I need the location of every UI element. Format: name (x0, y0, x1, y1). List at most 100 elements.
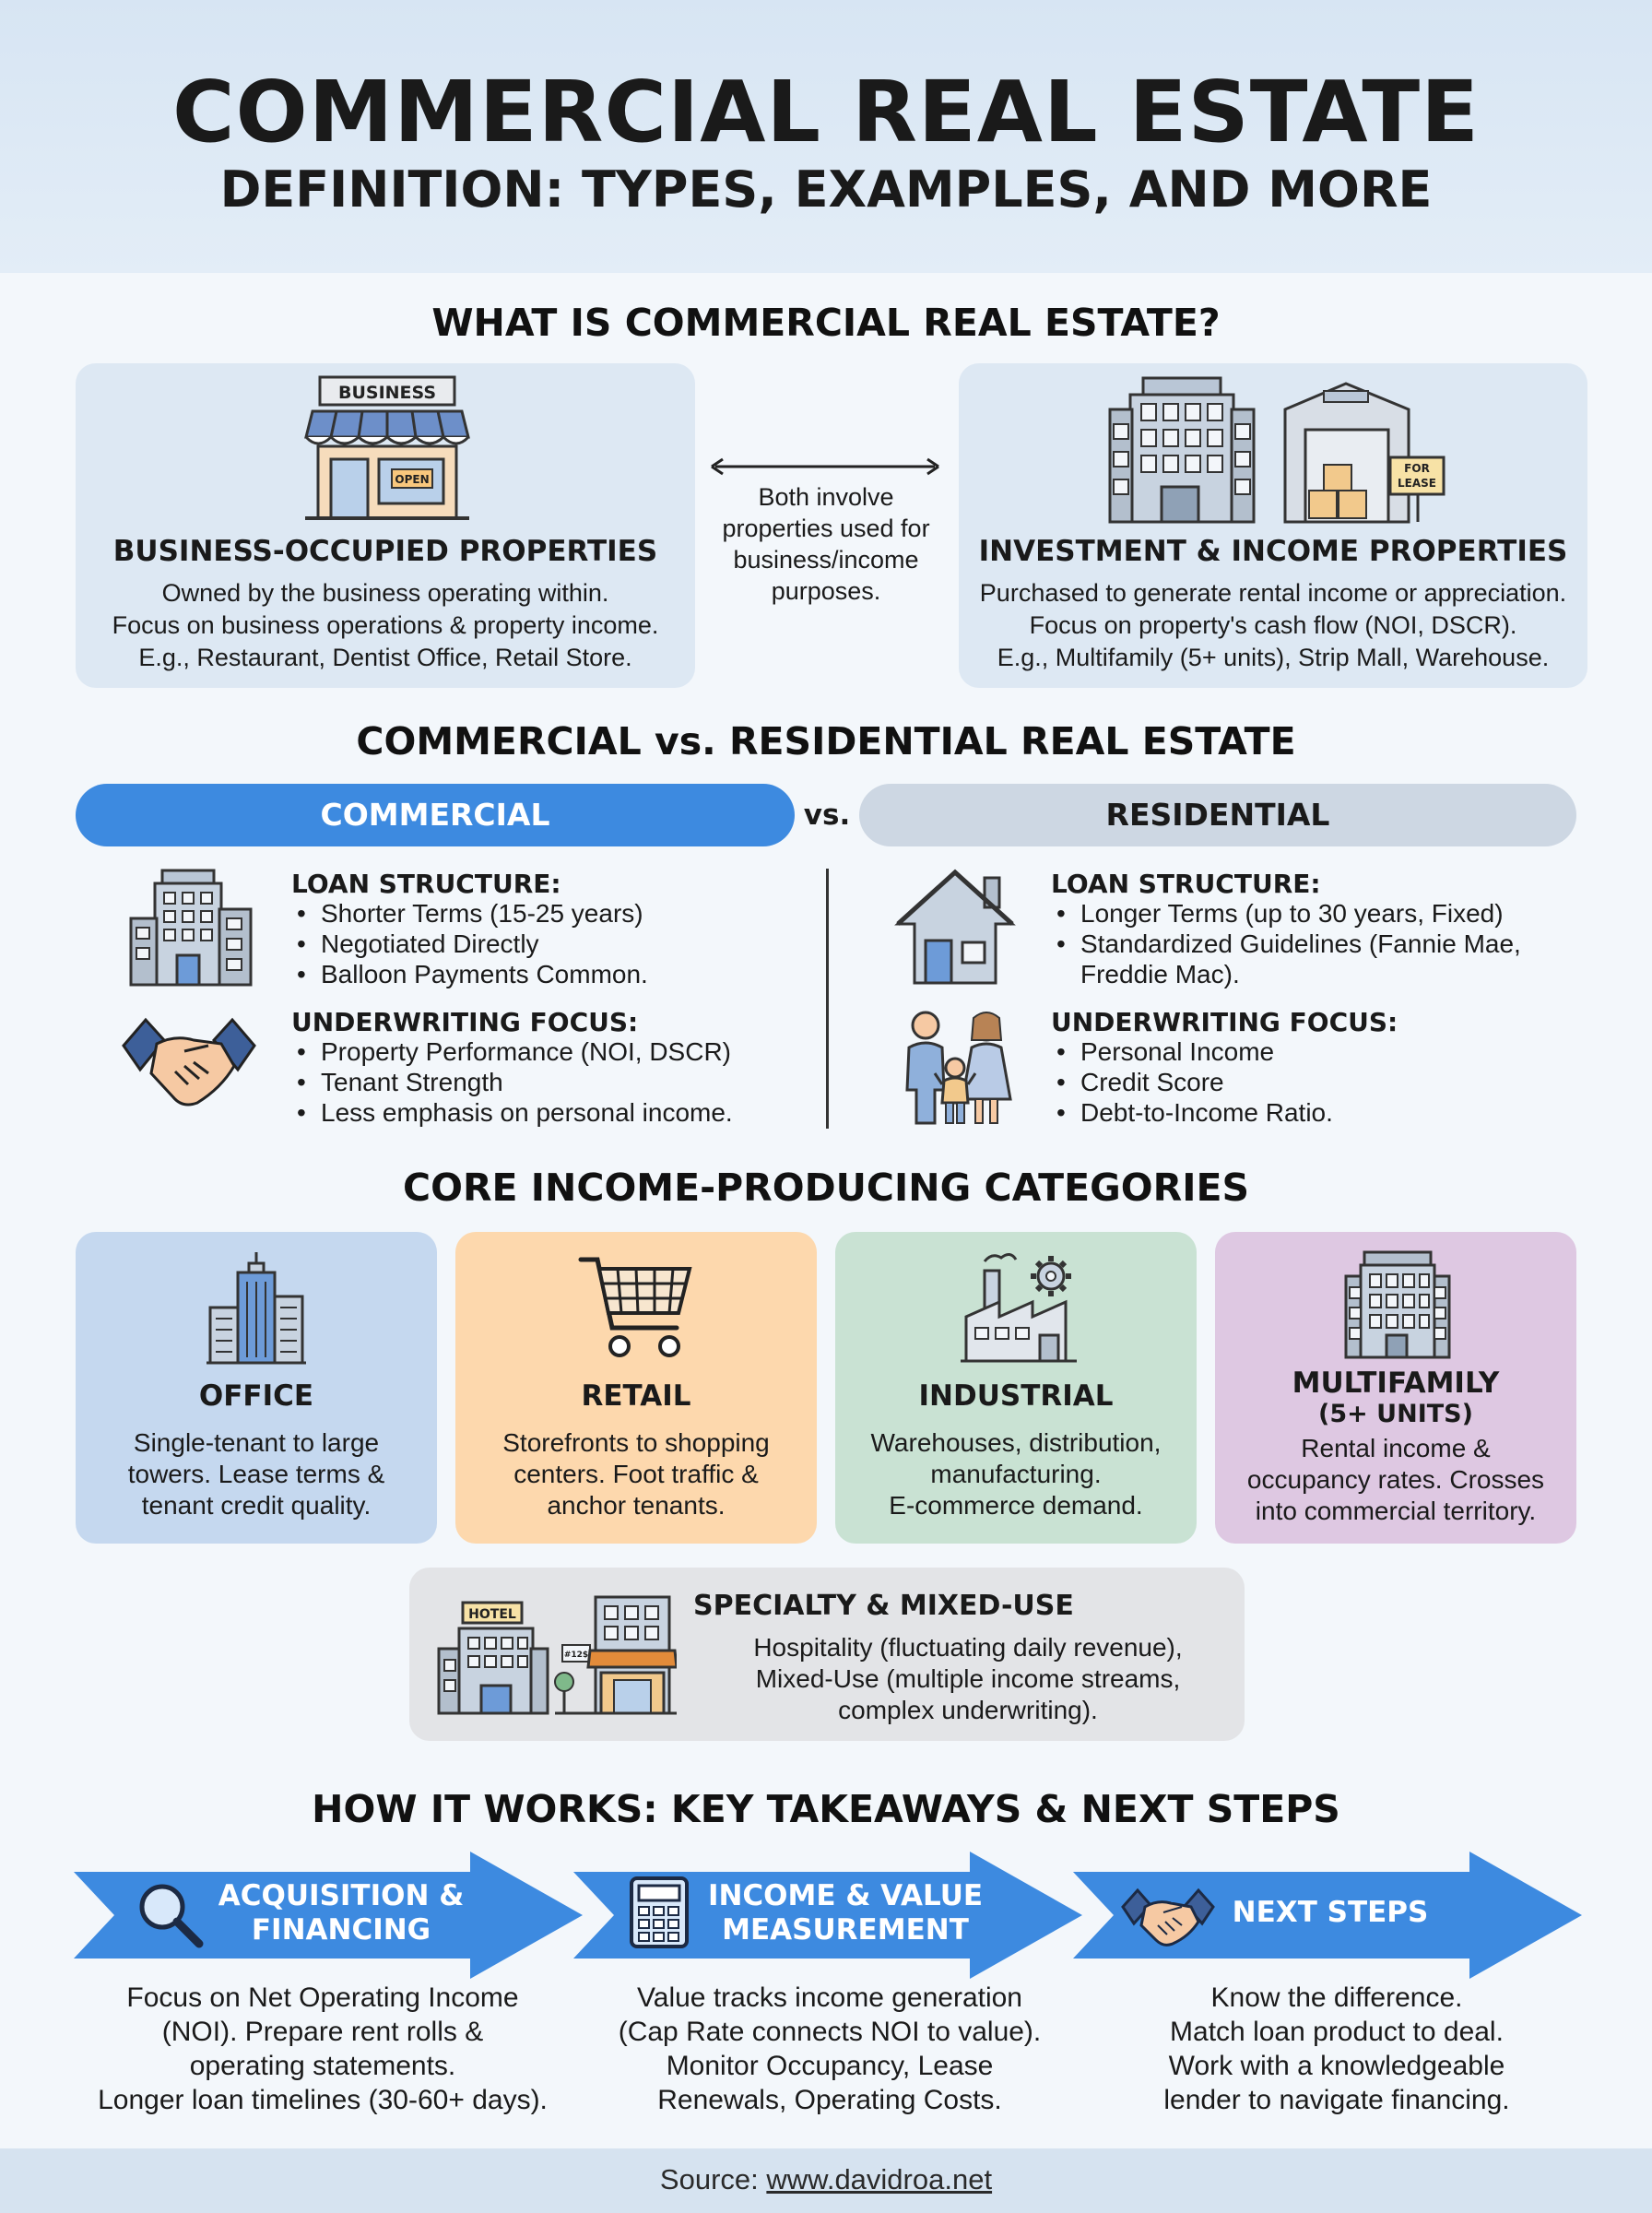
section-title-steps: HOW IT WORKS: KEY TAKEAWAYS & NEXT STEPS (312, 1787, 1340, 1831)
desc-line: into commercial territory. (1255, 1497, 1537, 1525)
residential-pill: RESIDENTIAL (859, 784, 1576, 846)
desc-line: Focus on Net Operating Income (126, 1982, 519, 2013)
calculator-icon (630, 1876, 689, 1948)
desc-line: occupancy rates. Crosses (1246, 1465, 1545, 1494)
residential-underwriting-list: Personal Income Credit Score Debt-to-Inc… (1051, 1036, 1586, 1128)
desc-line: (Cap Rate connects NOI to value). (618, 2017, 1042, 2047)
vs-label: vs. (803, 799, 851, 832)
desc-line: Single-tenant to large (133, 1428, 380, 1457)
list-item: Balloon Payments Common. (291, 959, 808, 989)
list-item: Tenant Strength (291, 1067, 808, 1097)
desc-line: Storefronts to shopping (502, 1428, 770, 1457)
step-label-acquisition: ACQUISITION & FINANCING (194, 1879, 489, 1947)
category-multifamily-desc: Rental income & occupancy rates. Crosses… (1215, 1433, 1576, 1527)
desc-line: Match loan product to deal. (1170, 2017, 1504, 2047)
desc-line: operating statements. (189, 2051, 456, 2081)
price-sign-text: #12$ (564, 1651, 588, 1660)
step-arrow-3 (1073, 1852, 1582, 1979)
desc-line: towers. Lease terms & (127, 1460, 385, 1488)
comparison-divider (826, 869, 829, 1129)
category-industrial-desc: Warehouses, distribution, manufacturing.… (835, 1427, 1197, 1521)
family-icon (905, 1011, 1012, 1125)
double-arrow-icon (711, 457, 939, 476)
commercial-underwriting-heading: UNDERWRITING FOCUS: (291, 1007, 639, 1037)
desc-line: Work with a knowledgeable (1168, 2051, 1505, 2081)
desc-line: lender to navigate financing. (1163, 2085, 1510, 2115)
category-industrial-card (835, 1232, 1197, 1544)
both-involve-note: Both involve properties used for busines… (701, 481, 951, 607)
investment-income-line: E.g., Multifamily (5+ units), Strip Mall… (997, 644, 1550, 671)
investment-income-title: INVESTMENT & INCOME PROPERTIES (978, 535, 1568, 568)
open-sign-text: OPEN (395, 473, 429, 486)
commercial-loan-heading: LOAN STRUCTURE: (291, 869, 561, 899)
commercial-loan-list: Shorter Terms (15-25 years) Negotiated D… (291, 898, 808, 989)
step-label-line: MEASUREMENT (722, 1913, 969, 1947)
desc-line: Hospitality (fluctuating daily revenue), (753, 1633, 1183, 1662)
svg-text:LEASE: LEASE (1398, 477, 1436, 490)
page-title: COMMERCIAL REAL ESTATE (171, 63, 1481, 161)
investment-income-desc: Purchased to generate rental income or a… (959, 577, 1587, 674)
desc-line: anchor tenants. (547, 1491, 726, 1520)
handshake-small-icon (1121, 1888, 1215, 1947)
office-tower-icon (206, 1252, 306, 1365)
business-occupied-desc: Owned by the business operating within. … (76, 577, 695, 674)
svg-text:FOR: FOR (1404, 462, 1430, 475)
business-occupied-title: BUSINESS-OCCUPIED PROPERTIES (112, 535, 658, 568)
step-arrow-2 (573, 1852, 1082, 1979)
page-subtitle: DEFINITION: TYPES, EXAMPLES, AND MORE (219, 160, 1433, 219)
section-title-comparison: COMMERCIAL vs. RESIDENTIAL REAL ESTATE (356, 719, 1296, 763)
list-item: Negotiated Directly (291, 929, 808, 959)
source-link[interactable]: www.davidroa.net (766, 2163, 993, 2195)
shopping-cart-icon (578, 1257, 692, 1357)
list-item-continuation: Freddie Mac). (1080, 960, 1240, 988)
list-item: Standardized Guidelines (Fannie Mae, (1051, 929, 1586, 959)
category-multifamily-title: MULTIFAMILY (1292, 1367, 1500, 1400)
category-specialty-title: SPECIALTY & MIXED-USE (693, 1590, 1074, 1622)
desc-line: Longer loan timelines (30-60+ days). (98, 2085, 548, 2115)
note-line: business/income (733, 546, 919, 574)
note-line: purposes. (771, 577, 881, 605)
residential-loan-heading: LOAN STRUCTURE: (1051, 869, 1321, 899)
step-label-income: INCOME & VALUE MEASUREMENT (693, 1879, 997, 1947)
magnifier-icon (139, 1884, 204, 1948)
list-item: Personal Income (1051, 1036, 1586, 1067)
commercial-pill: COMMERCIAL (76, 784, 795, 846)
step-label-line: INCOME & VALUE (707, 1879, 984, 1912)
step-desc-next: Know the difference. Match loan product … (1088, 1981, 1586, 2117)
residential-loan-list: Longer Terms (up to 30 years, Fixed) Sta… (1051, 898, 1586, 989)
step-label-line: FINANCING (251, 1913, 431, 1947)
desc-line: Mixed-Use (multiple income streams, (755, 1664, 1181, 1693)
desc-line: (NOI). Prepare rent rolls & (161, 2017, 484, 2047)
hotel-mixed-use-icon: HOTEL #12$ (437, 1595, 677, 1715)
step-desc-acquisition: Focus on Net Operating Income (NOI). Pre… (65, 1981, 581, 2117)
section-title-what-is: WHAT IS COMMERCIAL REAL ESTATE? (431, 301, 1221, 345)
list-item: Debt-to-Income Ratio. (1051, 1097, 1586, 1128)
hotel-sign-text: HOTEL (468, 1607, 516, 1622)
category-office-title: OFFICE (198, 1379, 314, 1413)
header-band (0, 0, 1652, 273)
office-building-icon (129, 869, 253, 987)
office-warehouse-icon: FOR LEASE (1108, 376, 1446, 524)
list-item: Less emphasis on personal income. (291, 1097, 808, 1128)
step-label-line: NEXT STEPS (1232, 1896, 1429, 1929)
business-sign-text: BUSINESS (338, 383, 436, 403)
step-desc-income: Value tracks income generation (Cap Rate… (581, 1981, 1079, 2117)
category-multifamily-subtitle: (5+ UNITS) (1318, 1400, 1473, 1428)
desc-line: centers. Foot traffic & (513, 1460, 759, 1488)
storefront-icon: BUSINESS OPEN (304, 375, 470, 520)
business-occupied-line: E.g., Restaurant, Dentist Office, Retail… (138, 644, 632, 671)
residential-underwriting-heading: UNDERWRITING FOCUS: (1051, 1007, 1398, 1037)
section-title-categories: CORE INCOME-PRODUCING CATEGORIES (403, 1166, 1249, 1210)
category-industrial-title: INDUSTRIAL (918, 1379, 1114, 1413)
handshake-icon (122, 1017, 256, 1106)
footer-band (0, 2148, 1652, 2213)
house-icon (894, 869, 1016, 985)
business-occupied-line: Focus on business operations & property … (112, 611, 659, 639)
category-office-desc: Single-tenant to large towers. Lease ter… (76, 1427, 437, 1521)
list-item: Shorter Terms (15-25 years) (291, 898, 808, 929)
category-retail-desc: Storefronts to shopping centers. Foot tr… (455, 1427, 817, 1521)
desc-line: Value tracks income generation (636, 1982, 1022, 2013)
source-credit: Source: www.davidroa.net (0, 2163, 1652, 2196)
factory-gear-icon (961, 1253, 1077, 1363)
desc-line: Renewals, Operating Costs. (657, 2085, 1002, 2115)
